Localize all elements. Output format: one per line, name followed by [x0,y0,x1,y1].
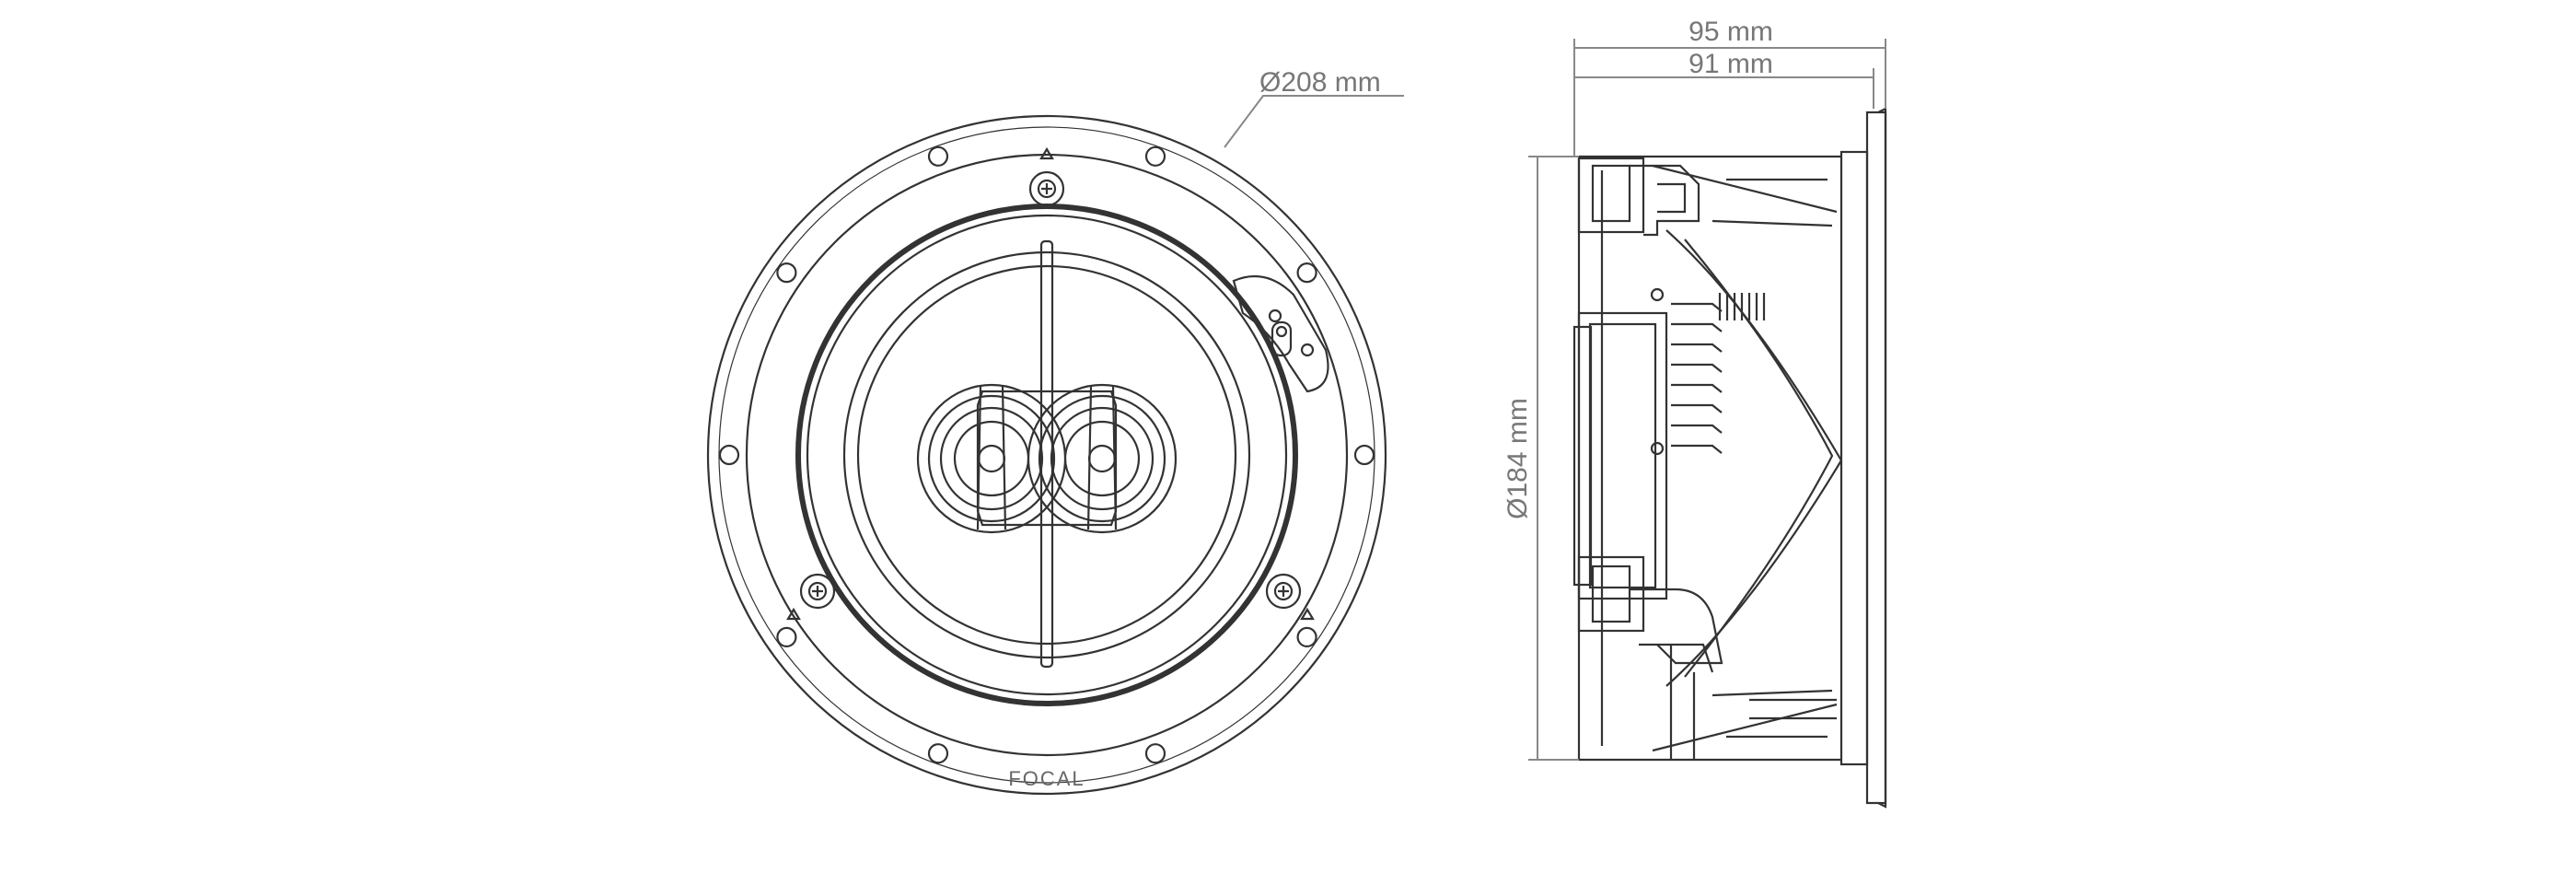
basket-ring [806,214,1288,696]
side-lower-frame [1669,645,1837,760]
bezel-hole [1296,626,1317,648]
motor-fin [1671,322,1723,332]
bezel-hole [1144,743,1166,764]
side-cone [1684,178,1834,739]
bezel-hole [1353,444,1375,466]
bezel-hole [776,626,797,648]
clamp-marker-left [786,607,801,621]
side-terminal-bottom [1650,441,1665,456]
cone-inner [856,264,1237,646]
clamp-screw-top [1028,170,1065,207]
bezel-hole [927,146,949,167]
side-clamp-top [1577,157,1700,237]
bezel-hole [1296,262,1317,284]
motor-fin [1671,363,1723,373]
side-basket [1577,155,1842,762]
bezel-hole [1144,146,1166,167]
clamp-screw-left [799,573,836,610]
side-bezel-edge [1877,107,1887,809]
basket-ring-outer [795,204,1298,706]
bezel-mounting-holes [718,146,1375,764]
bezel-edge-line [718,126,1375,784]
motor-fin [1671,343,1723,353]
side-motor-fins [1671,293,1766,454]
tweeter-left [916,383,1067,534]
side-terminal-top [1650,287,1665,302]
side-dimension-lines [1528,39,1886,761]
cone-surround [842,250,1251,659]
outer-diameter-leader [1224,95,1404,148]
cutout-diameter-label: Ø184 mm [1503,398,1533,519]
bezel-hole [718,444,740,466]
side-magnet-inner [1588,322,1657,589]
mounting-depth-label: 91 mm [1688,49,1773,79]
side-view [1572,107,1887,809]
total-depth-label: 95 mm [1688,17,1773,47]
bezel-outer-ring [706,114,1387,796]
clamp-screw-right [1265,573,1302,610]
brand-logo: FOCAL [1008,767,1085,790]
side-clamp-bottom [1577,555,1723,673]
bezel-inner-ring [745,153,1349,757]
motor-fin [1671,403,1723,413]
motor-fin [1671,424,1723,434]
motor-fin [1671,444,1723,454]
side-magnet-cap [1572,325,1593,587]
side-magnet [1577,311,1668,600]
side-baffle [1839,150,1869,766]
bezel-hole [927,743,949,764]
outer-diameter-label: Ø208 mm [1259,67,1381,98]
clamp-marker-right [1300,607,1315,621]
tweeter-level-switch [1232,274,1329,393]
clamp-marker-top [1039,146,1054,160]
motor-fin [1671,302,1723,312]
side-bezel-flange [1865,111,1887,805]
motor-fin [1671,383,1723,393]
bezel-hole [776,262,797,284]
front-view [706,114,1387,796]
tweeter-right [1027,383,1178,534]
